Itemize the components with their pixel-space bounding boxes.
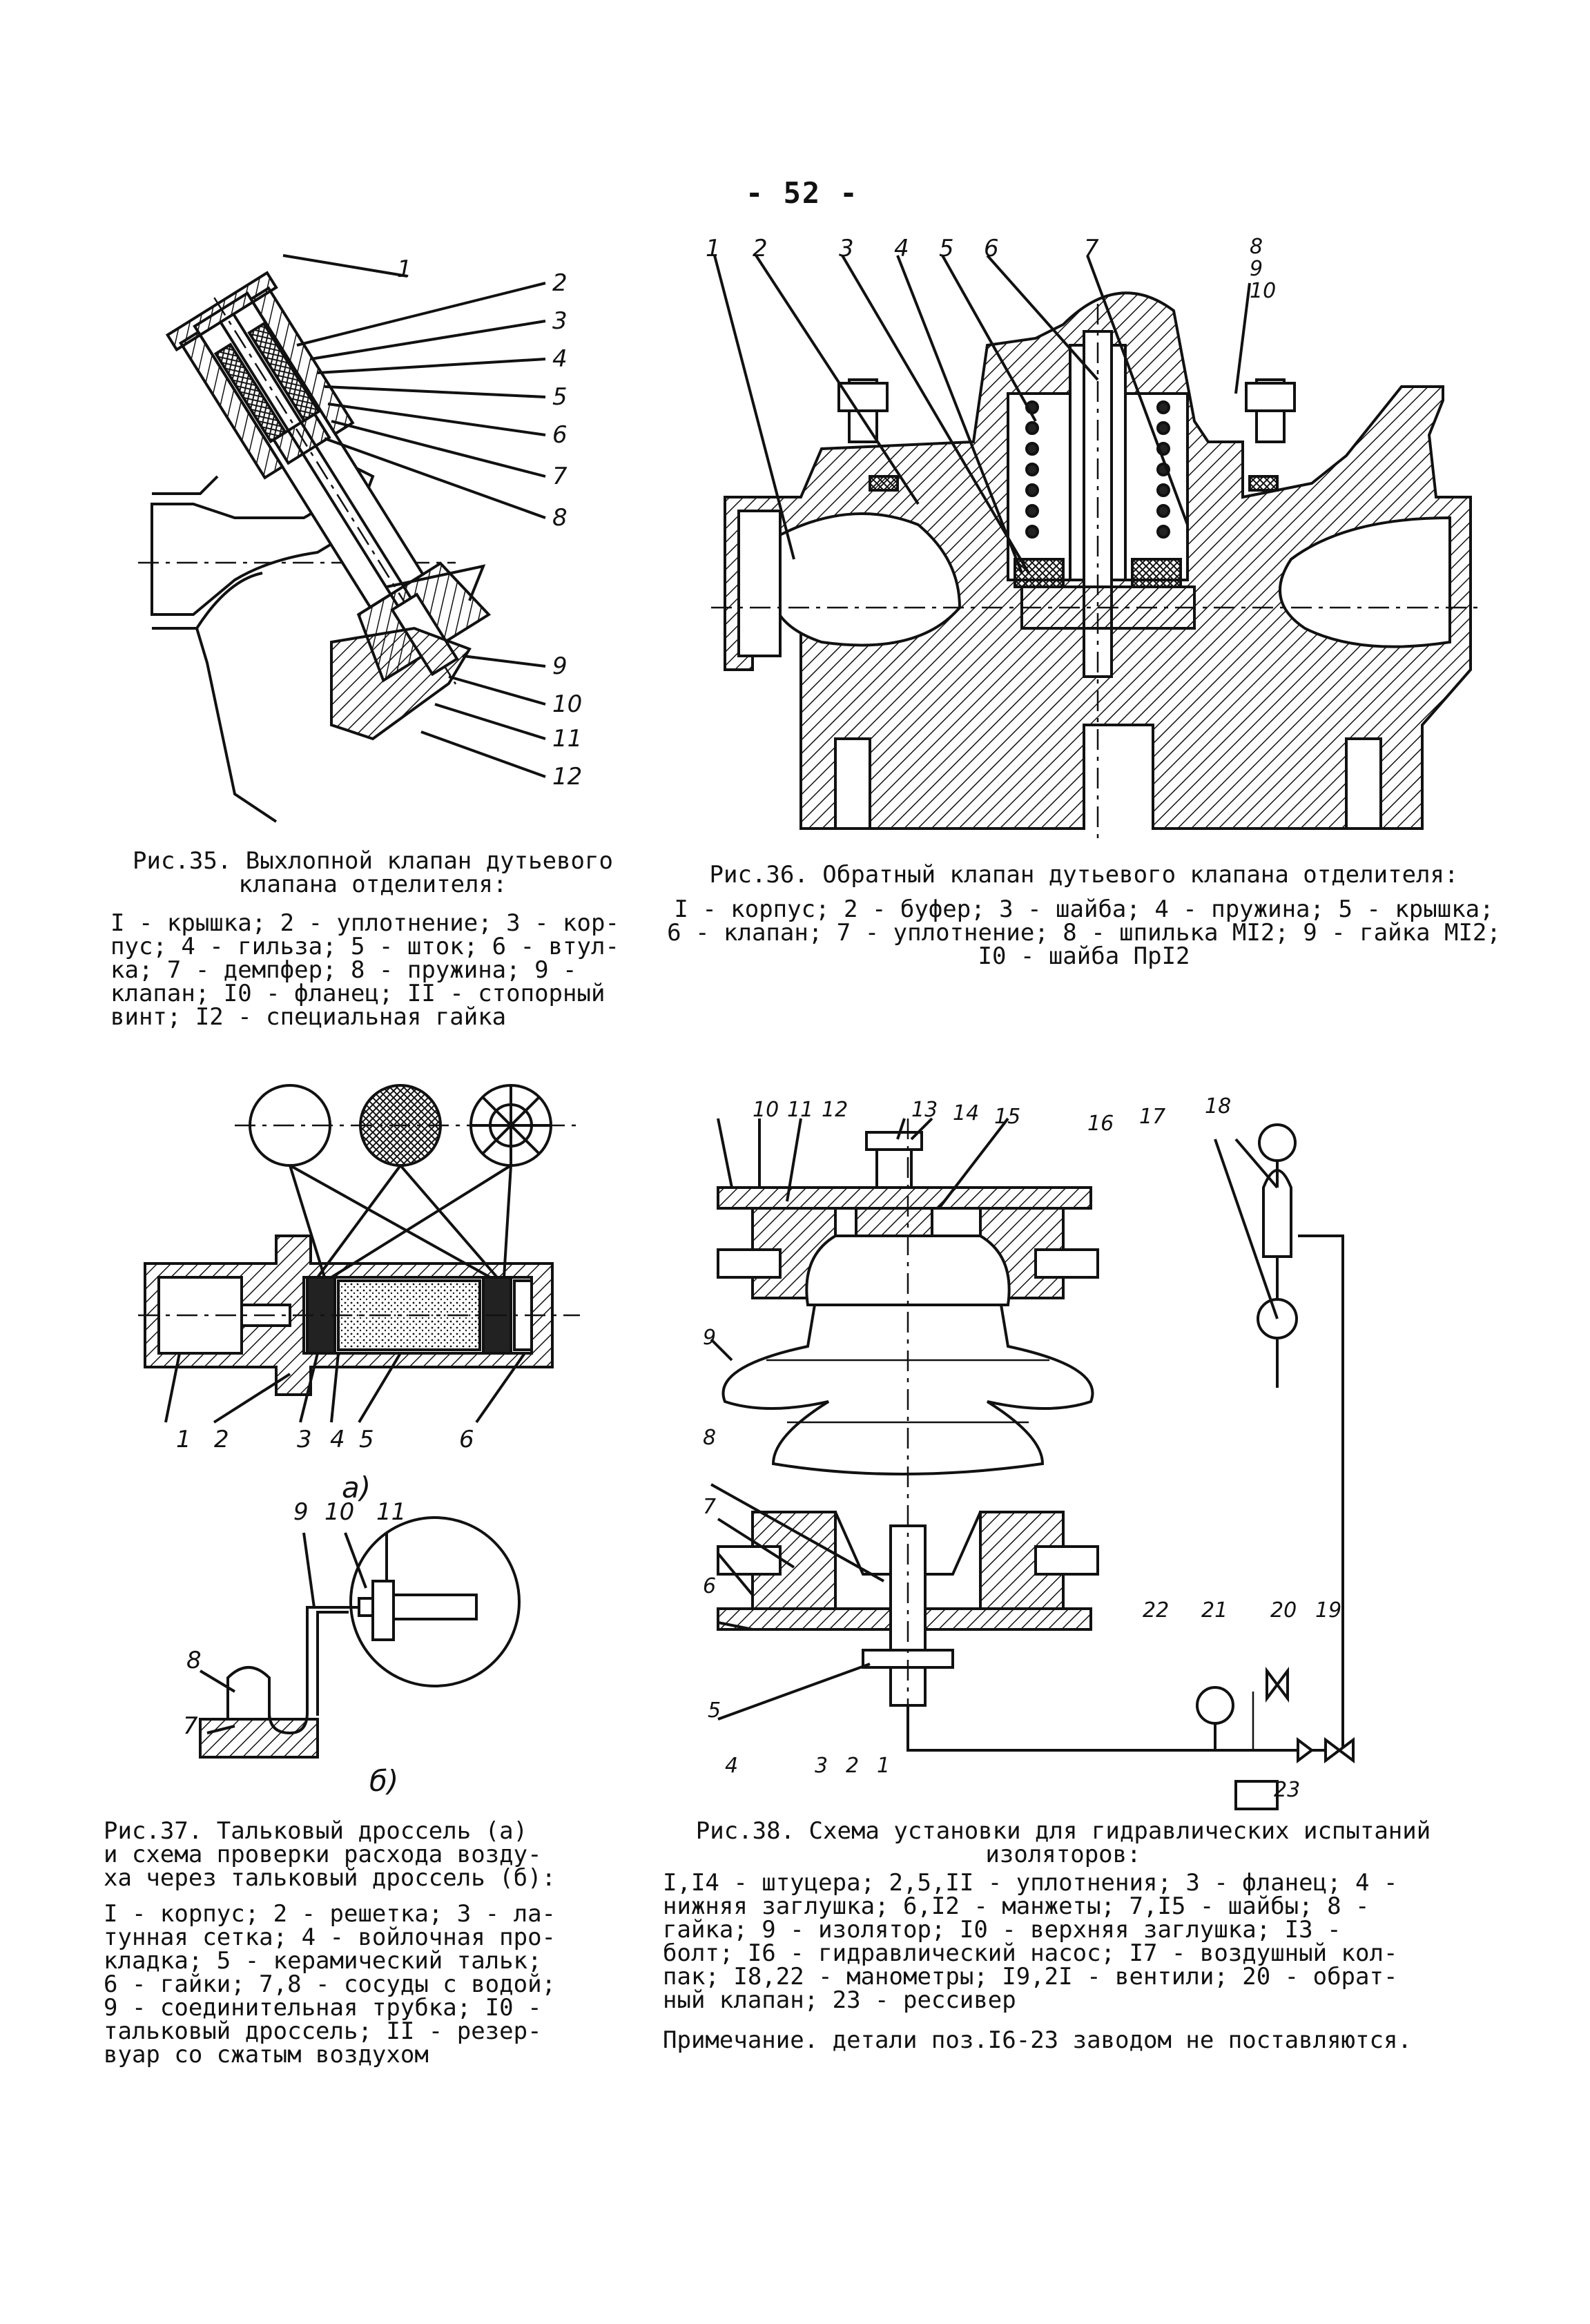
- fig38-label-13: 13: [911, 1098, 938, 1122]
- fig36-caption: Рис.36. Обратный клапан дутьевого клапан…: [709, 861, 1459, 889]
- fig35-label-8: 8: [552, 504, 568, 532]
- fig37-label-3: 3: [297, 1426, 312, 1453]
- fig37-label-6: 6: [459, 1426, 474, 1453]
- fig37b-drawing: [199, 1516, 521, 1759]
- fig35-label-9: 9: [552, 652, 568, 680]
- fig37-label-1: 1: [176, 1426, 191, 1453]
- fig37b-labels: 8 7 9 10 11: [180, 1498, 525, 1768]
- fig38-label-7: 7: [703, 1495, 717, 1519]
- fig37-sub-b: б): [369, 1764, 399, 1798]
- fig38-label-5: 5: [708, 1698, 721, 1723]
- fig38-label-15: 15: [994, 1105, 1021, 1129]
- fig35-label-5: 5: [552, 383, 568, 411]
- fig35-label-1: 1: [397, 255, 412, 283]
- fig38-label-3: 3: [815, 1754, 828, 1778]
- fig38-label-23: 23: [1274, 1778, 1301, 1802]
- fig35-legend: I - крышка; 2 - уплотнение; 3 - кор- пус…: [110, 909, 619, 1031]
- fig36-label-6: 6: [984, 235, 999, 262]
- fig37-label-2: 2: [214, 1426, 229, 1453]
- fig38-label-1: 1: [877, 1754, 891, 1778]
- fig36-legend: I - корпус; 2 - буфер; 3 - шайба; 4 - пр…: [667, 895, 1501, 970]
- fig35-label-6: 6: [552, 421, 568, 449]
- fig36-labels: 1 2 3 4 5 6 7 8 9 10: [706, 235, 1491, 849]
- fig38-label-18: 18: [1205, 1094, 1232, 1119]
- fig38-label-16: 16: [1087, 1112, 1114, 1136]
- fig36-label-1: 1: [706, 235, 721, 262]
- fig37-legend: I - корпус; 2 - решетка; 3 - ла- тунная …: [104, 1900, 556, 2069]
- fig37-sub-a: a): [342, 1471, 371, 1504]
- fig36-drawing: [711, 254, 1484, 842]
- fig38-drawing: [710, 1117, 1355, 1810]
- fig37-label-11: 11: [376, 1498, 407, 1526]
- fig36-label-3: 3: [839, 235, 854, 262]
- fig38-label-19: 19: [1315, 1598, 1342, 1623]
- fig37-label-5: 5: [359, 1426, 374, 1453]
- fig38-label-17: 17: [1139, 1105, 1166, 1129]
- fig35-drawing: [138, 254, 546, 823]
- fig38-label-21: 21: [1201, 1598, 1228, 1623]
- fig35-label-11: 11: [552, 725, 583, 753]
- fig37-label-9: 9: [293, 1498, 309, 1526]
- fig36-label-2: 2: [753, 235, 768, 262]
- fig38-legend: I,I4 - штуцера; 2,5,II - уплотнения; 3 -…: [663, 1869, 1398, 2014]
- fig38-label-22: 22: [1143, 1598, 1170, 1623]
- fig38-label-4: 4: [725, 1754, 739, 1778]
- fig35-label-10: 10: [552, 690, 583, 718]
- fig36-label-9: 9: [1250, 257, 1263, 281]
- fig38-label-20: 20: [1270, 1598, 1297, 1623]
- fig35-label-4: 4: [552, 345, 568, 373]
- fig35-caption: Рис.35. Выхлопной клапан дутьевого клапа…: [133, 847, 613, 898]
- fig38-label-10: 10: [753, 1098, 779, 1122]
- fig35-label-7: 7: [552, 463, 568, 490]
- fig38-label-11: 11: [787, 1098, 814, 1122]
- fig37-caption: Рис.37. Тальковый дроссель (a) и схема п…: [104, 1817, 556, 1892]
- fig36-label-4: 4: [894, 235, 909, 262]
- fig38-note: Примечание. детали поз.I6-23 заводом не …: [663, 2026, 1412, 2054]
- fig38-label-9: 9: [703, 1326, 717, 1350]
- fig38-label-12: 12: [822, 1098, 849, 1122]
- fig37-label-10: 10: [324, 1498, 355, 1526]
- fig36-label-10: 10: [1250, 279, 1277, 303]
- fig36-label-7: 7: [1084, 235, 1099, 262]
- fig36-label-5: 5: [939, 235, 954, 262]
- fig37-label-7: 7: [183, 1712, 198, 1740]
- fig36-label-8: 8: [1250, 235, 1263, 259]
- fig37-label-4: 4: [330, 1426, 345, 1453]
- page-number: - 52 -: [746, 176, 859, 210]
- fig35-labels: 1 2 3 4 5 6 7 8 9 10 11 12: [124, 255, 635, 842]
- fig38-caption: Рис.38. Схема установки для гидравлическ…: [695, 1817, 1431, 1868]
- fig37a-labels: 1 2 3 4 5 6: [138, 1077, 580, 1453]
- fig35-label-3: 3: [552, 307, 568, 335]
- fig38-label-14: 14: [953, 1101, 980, 1125]
- fig38-label-6: 6: [703, 1574, 717, 1598]
- fig35-label-2: 2: [552, 269, 568, 297]
- fig38-labels: 1 2 3 4 5 6 7 8 9 10 11 12 13 14 15 16 1…: [690, 1094, 1450, 1802]
- fig38-label-8: 8: [703, 1426, 717, 1450]
- fig37-label-8: 8: [186, 1647, 202, 1674]
- fig37a-drawing: [138, 1084, 580, 1424]
- fig38-label-2: 2: [846, 1754, 860, 1778]
- fig35-label-12: 12: [552, 763, 583, 791]
